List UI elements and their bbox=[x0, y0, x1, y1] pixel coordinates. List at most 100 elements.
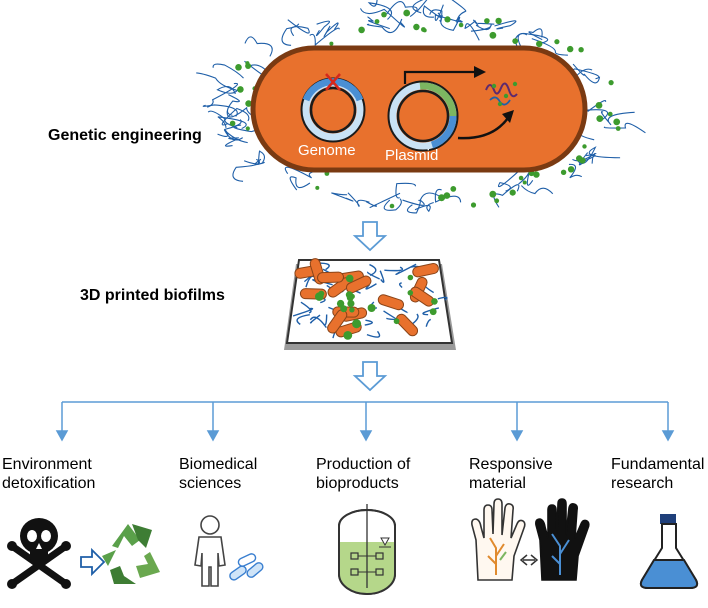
green-dot bbox=[554, 39, 560, 45]
fiber-strand bbox=[244, 36, 273, 57]
green-dot bbox=[595, 102, 603, 109]
fiber-strand bbox=[470, 24, 492, 32]
application-label-responsive: Responsive material bbox=[469, 456, 557, 492]
green-dot bbox=[245, 126, 250, 131]
plasmid-label: Plasmid bbox=[385, 147, 438, 164]
genetic-engineering-label: Genetic engineering bbox=[48, 127, 202, 144]
green-dot bbox=[429, 308, 437, 316]
fiber-strand bbox=[568, 163, 583, 179]
green-dot bbox=[389, 203, 395, 209]
fiber-strand bbox=[414, 201, 434, 213]
fiber-strand bbox=[364, 319, 373, 326]
green-dot bbox=[421, 27, 426, 32]
green-dot bbox=[237, 86, 244, 93]
green-dot bbox=[578, 47, 584, 53]
fiber-strand bbox=[223, 129, 248, 144]
fiber-strand bbox=[323, 22, 339, 37]
green-dot bbox=[579, 157, 586, 164]
fiber-strand bbox=[520, 185, 554, 195]
skull-crossbones-icon bbox=[7, 518, 71, 589]
fiber-strand bbox=[347, 192, 370, 207]
application-label-fundamental: Fundamental research bbox=[611, 456, 708, 492]
fiber-strand bbox=[531, 38, 568, 56]
green-dot bbox=[596, 115, 604, 122]
right-arrow-icon bbox=[80, 547, 106, 577]
green-dot bbox=[608, 80, 614, 86]
green-dot bbox=[567, 166, 575, 173]
bacterium-cell: Genome Plasmid bbox=[196, 0, 646, 214]
green-dot bbox=[413, 23, 420, 31]
fiber-strand bbox=[412, 0, 428, 14]
green-dot bbox=[533, 171, 540, 178]
fiber-strand bbox=[434, 188, 462, 203]
green-dot bbox=[536, 40, 543, 48]
fiber-strand bbox=[398, 282, 403, 289]
application-label-production: Production of bioproducts bbox=[316, 456, 415, 492]
fiber-strand bbox=[309, 316, 327, 329]
fiber-strand bbox=[300, 301, 312, 314]
green-dot bbox=[512, 38, 519, 44]
fiber-strand bbox=[422, 5, 443, 19]
biofilm-bacteria bbox=[292, 258, 448, 340]
green-dot bbox=[343, 331, 353, 340]
green-dot bbox=[443, 192, 451, 199]
green-dot bbox=[235, 64, 242, 71]
fiber-strand bbox=[464, 20, 480, 41]
fiber-strand bbox=[287, 19, 310, 37]
green-dot bbox=[229, 120, 236, 127]
biofilm-slab bbox=[284, 258, 456, 350]
green-dot bbox=[315, 185, 320, 190]
fiber-strand bbox=[296, 314, 310, 325]
green-dot bbox=[560, 169, 567, 175]
fiber-strand bbox=[309, 314, 321, 324]
green-dot bbox=[615, 126, 621, 131]
green-dot bbox=[607, 111, 613, 117]
branch-connector bbox=[55, 401, 675, 442]
fiber-strand bbox=[367, 0, 392, 20]
green-dot bbox=[393, 318, 400, 325]
green-dot bbox=[318, 290, 325, 297]
green-dot bbox=[347, 299, 355, 308]
green-dot bbox=[509, 189, 516, 196]
fiber-strand bbox=[226, 94, 240, 116]
green-dot bbox=[345, 274, 354, 283]
fiber-strand bbox=[281, 23, 300, 46]
green-dot bbox=[431, 298, 438, 305]
green-dot bbox=[381, 11, 387, 18]
down-arrow-icon bbox=[352, 221, 388, 252]
green-dot bbox=[345, 291, 353, 299]
expression-arrow bbox=[403, 66, 514, 140]
green-dot bbox=[489, 31, 497, 39]
printed-biofilms-label: 3D printed biofilms bbox=[80, 287, 225, 304]
green-dot bbox=[245, 61, 250, 66]
fiber-strand bbox=[217, 119, 242, 137]
fiber-strand bbox=[221, 107, 250, 126]
fiber-strand bbox=[331, 192, 354, 202]
fiber-strand bbox=[212, 63, 244, 79]
fiber-strand bbox=[600, 111, 635, 126]
green-dot bbox=[450, 186, 457, 192]
green-dot bbox=[613, 118, 621, 126]
fiber-strand bbox=[366, 18, 403, 34]
green-dot bbox=[494, 198, 500, 204]
fiber-strand bbox=[434, 4, 463, 23]
green-dot bbox=[489, 190, 497, 198]
application-label-biomedical: Biomedical sciences bbox=[179, 456, 262, 492]
responsive-hands-icon bbox=[471, 498, 590, 581]
green-dot bbox=[407, 290, 414, 296]
fiber-strand bbox=[243, 158, 265, 166]
bacterium-rod bbox=[317, 271, 344, 284]
green-dot bbox=[374, 19, 380, 24]
green-dot bbox=[403, 9, 411, 17]
fiber-strand bbox=[379, 270, 385, 283]
fiber-strand bbox=[395, 263, 417, 276]
pills-icon bbox=[229, 553, 264, 581]
fiber-strand bbox=[384, 266, 404, 272]
fiber-strand bbox=[366, 330, 381, 338]
green-dot bbox=[495, 17, 502, 25]
application-label-environment: Environment detoxification bbox=[2, 456, 96, 492]
fiber-strand bbox=[395, 182, 416, 199]
fiber-strand bbox=[202, 104, 238, 117]
fiber-strand bbox=[359, 8, 405, 28]
green-dot bbox=[582, 144, 587, 149]
